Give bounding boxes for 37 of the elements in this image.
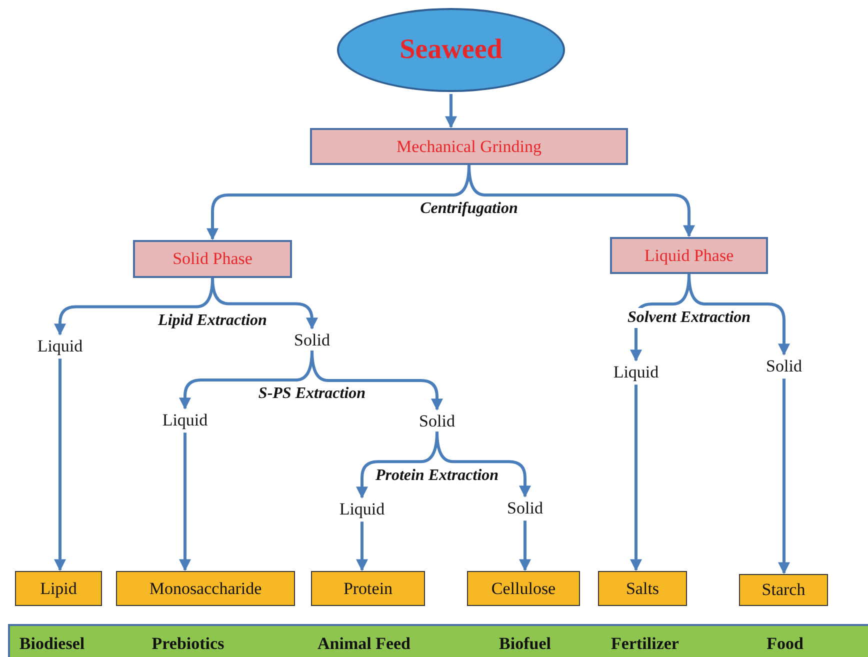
phase-label: Liquid — [37, 335, 83, 357]
application-band — [8, 624, 868, 657]
arrow — [179, 432, 191, 572]
arrow — [356, 522, 368, 572]
arrow — [211, 278, 318, 330]
process-box: Mechanical Grinding — [310, 128, 628, 165]
phase-label: Liquid — [162, 409, 208, 431]
product-box: Starch — [739, 574, 828, 606]
arrow — [468, 164, 695, 238]
arrow — [54, 358, 66, 572]
arrow — [310, 350, 443, 411]
phase-label: Liquid — [339, 498, 385, 520]
application-label: Animal Feed — [317, 633, 411, 655]
arrow — [778, 378, 790, 574]
phase-label: Solid — [766, 355, 802, 377]
product-box: Protein — [311, 571, 425, 606]
application-label: Food — [766, 633, 804, 655]
phase-label: Solid — [419, 410, 455, 432]
arrow — [630, 384, 642, 572]
arrow — [519, 520, 531, 572]
start-ellipse: Seaweed — [337, 8, 565, 92]
application-label: Biofuel — [499, 633, 551, 655]
product-box: Lipid — [15, 571, 102, 606]
arrow — [688, 274, 790, 356]
application-label: Fertilizer — [611, 633, 679, 655]
application-label: Prebiotics — [152, 633, 224, 655]
process-box: Solid Phase — [133, 240, 292, 278]
product-box: Cellulose — [467, 571, 580, 606]
application-label: Biodiesel — [19, 633, 85, 655]
phase-label: Liquid — [613, 361, 659, 383]
product-box: Monosaccharide — [116, 571, 295, 606]
arrow — [445, 94, 457, 128]
process-box: Liquid Phase — [610, 237, 768, 274]
phase-label: Solid — [294, 329, 330, 351]
phase-label: Solid — [507, 497, 543, 519]
arrow — [436, 432, 531, 498]
product-box: Salts — [598, 571, 687, 606]
